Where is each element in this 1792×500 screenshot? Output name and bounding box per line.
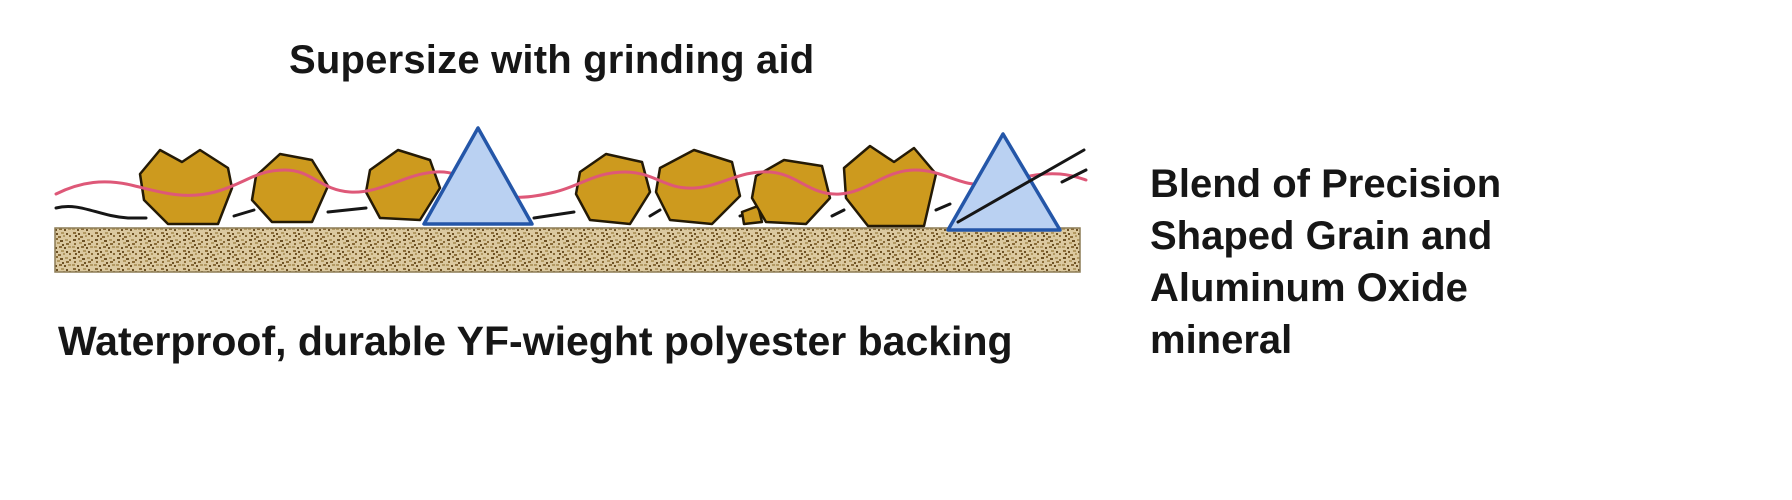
aluminum-oxide-grain-7 (842, 144, 938, 228)
polyester-backing (54, 227, 1081, 273)
aluminum-oxide-grain-1 (138, 148, 234, 226)
blend-label-line-1: Blend of Precision (1150, 162, 1502, 206)
aluminum-oxide-grain-3 (364, 148, 442, 222)
blend-label: Blend of Precision Shaped Grain and Alum… (1150, 158, 1501, 366)
aluminum-oxide-grain-2 (250, 152, 330, 224)
precision-shaped-grain-triangle-1 (422, 126, 534, 226)
precision-shaped-grain-triangle-2 (946, 132, 1062, 232)
backing-label: Waterproof, durable YF-wieght polyester … (58, 318, 1013, 364)
precision-shaped-grains (422, 126, 1062, 232)
supersize-coating-line (54, 168, 1088, 199)
supersize-title-label: Supersize with grinding aid (289, 38, 815, 82)
blend-label-line-2: Shaped Grain and (1150, 214, 1493, 258)
cross-section-diagram (54, 126, 1088, 273)
resin-bond-lines-overlay (956, 148, 1088, 224)
aluminum-oxide-grains (138, 144, 938, 228)
blend-label-line-3: Aluminum Oxide (1150, 266, 1468, 310)
aluminum-oxide-grain-small-2 (740, 204, 764, 226)
aluminum-oxide-grain-4 (574, 152, 652, 226)
aluminum-oxide-grain-6 (750, 158, 832, 226)
blend-label-line-4: mineral (1150, 318, 1293, 362)
